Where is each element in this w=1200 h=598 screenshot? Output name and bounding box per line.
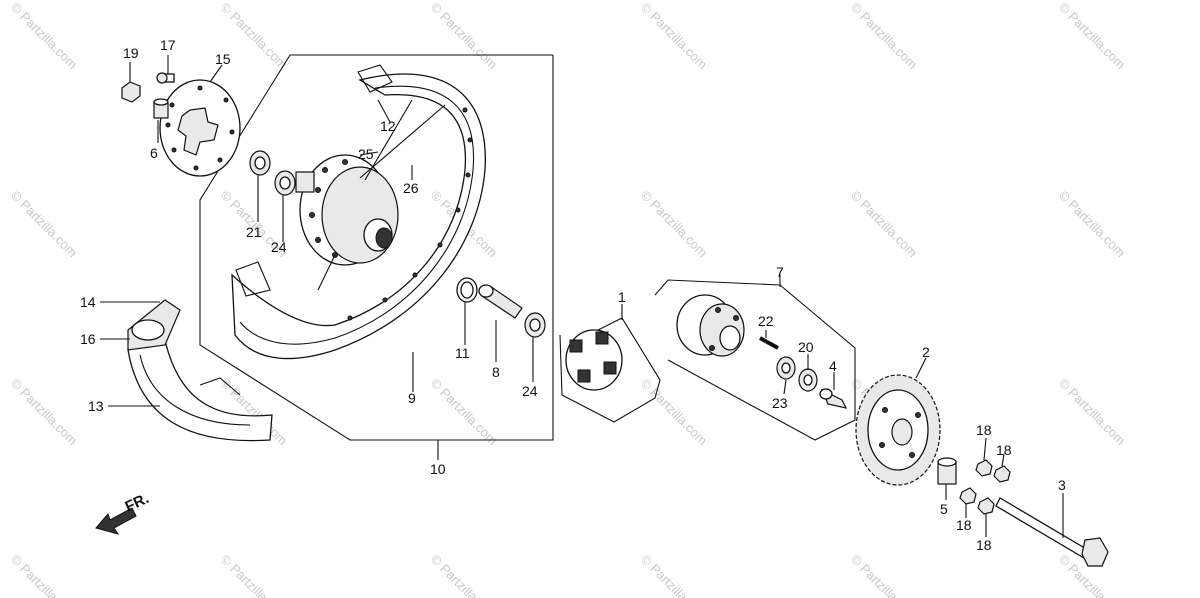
wheel-rim	[231, 64, 486, 360]
callout-18-a: 18	[976, 422, 992, 438]
callout-18-d: 18	[976, 537, 992, 553]
watermark: © Partzilla.com	[1056, 376, 1129, 449]
callout-5: 5	[940, 501, 948, 517]
callout-24-right: 24	[522, 383, 538, 399]
direction-label: FR.	[123, 490, 152, 516]
callout-18-b: 18	[996, 442, 1012, 458]
callout-19: 19	[123, 45, 139, 61]
callout-14: 14	[80, 294, 96, 310]
watermark: © Partzilla.com	[638, 0, 711, 72]
driven-flange-outline	[654, 279, 856, 441]
callout-22: 22	[758, 313, 774, 329]
callout-16: 16	[80, 331, 96, 347]
watermark: © Partzilla.com	[8, 552, 81, 598]
callout-21: 21	[246, 224, 262, 240]
callout-4: 4	[829, 358, 837, 374]
callout-15: 15	[215, 51, 231, 67]
watermark: © Partzilla.com	[848, 552, 921, 598]
watermark: © Partzilla.com	[848, 0, 921, 72]
watermark: © Partzilla.com	[8, 376, 81, 449]
watermark: © Partzilla.com	[8, 0, 81, 72]
callout-6: 6	[150, 145, 158, 161]
callout-25: 25	[358, 146, 374, 162]
watermark: © Partzilla.com	[428, 552, 501, 598]
axle-spacers	[456, 277, 546, 338]
callout-20: 20	[798, 339, 814, 355]
callout-13: 13	[88, 398, 104, 414]
leader-lines	[100, 55, 1064, 538]
watermark: © Partzilla.com	[638, 552, 711, 598]
disc-fasteners	[121, 72, 175, 119]
callout-12: 12	[380, 118, 396, 134]
driven-flange	[676, 294, 745, 357]
callout-labels: 19 17 15 6 21 24 12 25 26 11 8 24 9 10 1…	[80, 37, 1066, 553]
watermark: © Partzilla.com	[638, 188, 711, 261]
flange-hardware	[759, 336, 848, 409]
watermark: © Partzilla.com	[1056, 0, 1129, 72]
callout-26: 26	[403, 180, 419, 196]
watermark: © Partzilla.com	[848, 188, 921, 261]
watermark: © Partzilla.com	[1056, 188, 1129, 261]
watermark: © Partzilla.com	[428, 376, 501, 449]
callout-18-c: 18	[956, 517, 972, 533]
callout-3: 3	[1058, 477, 1066, 493]
callout-8: 8	[492, 364, 500, 380]
callout-1: 1	[618, 289, 626, 305]
callout-10: 10	[430, 461, 446, 477]
callout-11: 11	[455, 345, 470, 361]
rear-fender	[127, 299, 273, 442]
wheel-damper	[565, 329, 623, 391]
callout-2: 2	[922, 344, 930, 360]
brake-disc	[159, 79, 241, 177]
wheel-hub	[295, 99, 446, 291]
watermark: © Partzilla.com	[218, 552, 291, 598]
drive-sprocket	[855, 374, 941, 486]
wheel-assembly-outline	[199, 54, 554, 441]
hub-bearings-left	[249, 150, 296, 196]
callout-9: 9	[408, 390, 416, 406]
axle-hardware	[937, 457, 1109, 567]
arrow-icon	[95, 507, 137, 535]
callout-17: 17	[160, 37, 176, 53]
callout-24-left: 24	[271, 239, 287, 255]
callout-7: 7	[776, 264, 784, 280]
callout-23: 23	[772, 395, 788, 411]
front-direction-arrow: FR.	[95, 490, 152, 535]
watermark: © Partzilla.com	[8, 188, 81, 261]
watermark: © Partzilla.com	[638, 376, 711, 449]
watermark: © Partzilla.com	[428, 0, 501, 72]
